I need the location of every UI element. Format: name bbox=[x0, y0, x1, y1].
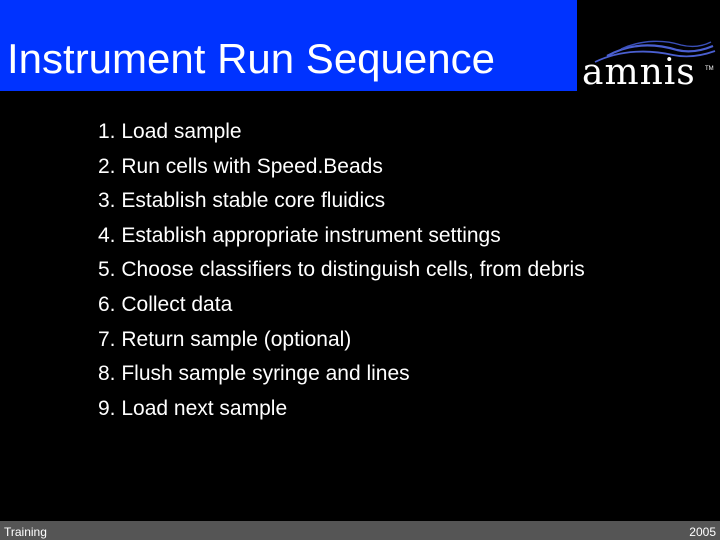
footer-bar bbox=[0, 521, 720, 540]
footer-label: Training bbox=[4, 525, 47, 539]
amnis-logo: amnis TM bbox=[577, 0, 720, 93]
footer-year: 2005 bbox=[689, 525, 716, 539]
step-item: 1. Load sample bbox=[98, 120, 242, 143]
slide-title: Instrument Run Sequence bbox=[7, 35, 495, 82]
step-item: 5. Choose classifiers to distinguish cel… bbox=[98, 258, 585, 282]
step-list: 1. Load sample 2. Run cells with Speed.B… bbox=[98, 115, 585, 426]
step-item: 9. Load next sample bbox=[98, 396, 288, 420]
logo-trademark: TM bbox=[705, 66, 714, 72]
step-item: 4. Establish appropriate instrument sett… bbox=[98, 223, 501, 247]
logo-waves-icon bbox=[594, 40, 716, 63]
step-item: 6. Collect data bbox=[98, 292, 233, 316]
step-item: 2. Run cells with Speed.Beads bbox=[98, 154, 383, 178]
step-item: 7. Return sample (optional) bbox=[98, 327, 352, 351]
step-item: 3. Establish stable core fluidics bbox=[98, 189, 386, 213]
title-band bbox=[0, 0, 577, 91]
logo-wordmark: amnis bbox=[582, 52, 696, 93]
step-item: 8. Flush sample syringe and lines bbox=[98, 362, 410, 386]
